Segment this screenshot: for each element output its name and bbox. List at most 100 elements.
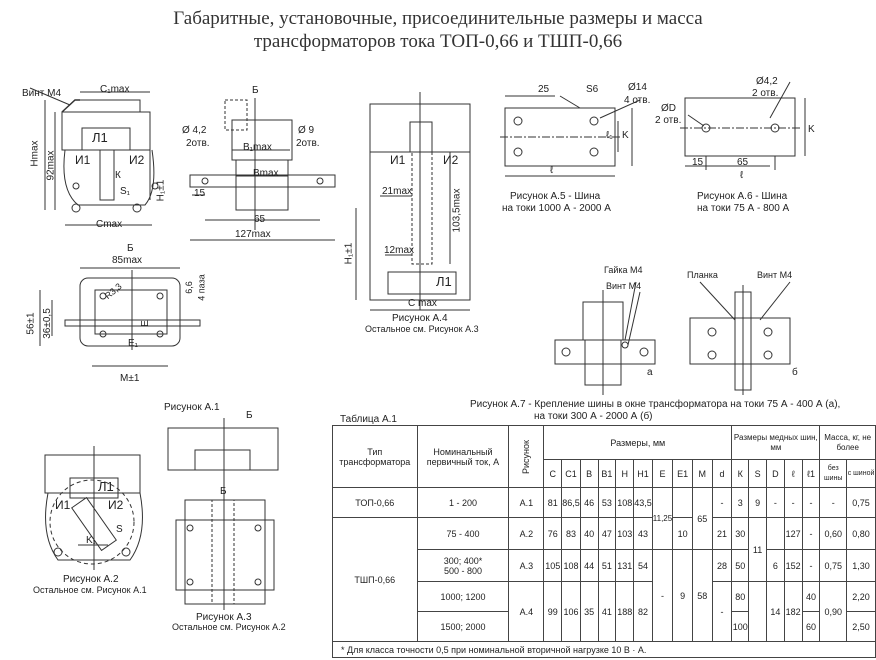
label-h1pm1-a4: H₁±1	[343, 242, 355, 265]
label-65: 65	[254, 214, 266, 225]
cell-type: ТОП-0,66	[332, 487, 418, 518]
cell-mass-no-bus: 0,90	[819, 581, 848, 642]
cell-dd: -	[765, 487, 785, 518]
spec-table: Тип трансформатора Номинальный первичный…	[332, 425, 876, 658]
th-s: S	[748, 459, 767, 488]
cell-s: 11	[748, 517, 767, 582]
fig-a7a	[555, 282, 655, 395]
cell-e1: 10	[672, 517, 693, 550]
label-d42-a6: Ø4,2	[756, 76, 778, 87]
fig-a1-side-view	[190, 98, 335, 240]
label-bmax: Bmax	[253, 168, 279, 179]
label-d42: Ø 4,2	[182, 125, 207, 136]
label-2-holes-a6b: 2 отв.	[655, 115, 682, 126]
caption-fig-a6: Рисунок А.6 - Шина	[697, 191, 788, 202]
fig-a2-view	[45, 446, 142, 570]
cell-k: 3	[731, 487, 750, 518]
cell-m: 65	[691, 487, 713, 550]
cell-h1: 82	[633, 581, 653, 642]
cell-d: -	[711, 487, 733, 518]
label-15: 15	[194, 188, 206, 199]
th-e: Е	[651, 459, 674, 488]
cell-fig: А.2	[508, 517, 545, 550]
cell-l1: -	[801, 549, 821, 582]
cell-l: 127	[783, 517, 803, 550]
cell-c: 99	[543, 581, 563, 642]
label-103max: 103,5max	[451, 188, 463, 233]
fig-a1-bottom-view	[40, 268, 200, 366]
label-l1-a4: Л1	[436, 274, 452, 289]
th-h: Н	[615, 459, 635, 488]
cell-d: -	[711, 581, 733, 642]
label-mpm1: M±1	[120, 373, 140, 384]
caption-fig-a5-b: на токи 1000 А - 2000 А	[502, 203, 611, 214]
table-row: 1500; 2000 100 60 2,50	[333, 611, 876, 642]
cell-b: 46	[579, 487, 599, 518]
th-bus: Размеры медных шин, мм	[731, 425, 821, 460]
label-k1: K₁	[86, 535, 97, 546]
th-mass: Масса, кг, не более	[819, 425, 876, 460]
label-b-arrow: Б	[252, 85, 259, 96]
label-h1pm1: H₁±1	[155, 179, 167, 202]
label-i1-a4: И1	[390, 153, 406, 167]
label-i2: И2	[129, 153, 145, 167]
label-56pm1: 56±1	[25, 312, 37, 335]
cell-l1: -	[801, 487, 821, 518]
label-dd: ØD	[661, 103, 676, 114]
fig-a4-view	[356, 92, 470, 310]
cell-c: 81	[543, 487, 563, 518]
label-21max: 21max	[382, 186, 413, 197]
cell-mass-no-bus: 0,60	[819, 517, 848, 550]
cell-m: 58	[691, 549, 713, 642]
th-b1: В1	[597, 459, 617, 488]
label-d9: Ø 9	[298, 125, 315, 136]
label-127max: 127max	[235, 229, 271, 240]
cell-current: 1 - 200	[416, 487, 510, 518]
label-l1-bus: ℓ₁	[606, 130, 613, 141]
table-row: 300; 400*500 - 800 А.3 105 108 44 51 131…	[333, 549, 876, 642]
fig-a6-bus	[680, 82, 805, 170]
cell-e: -	[651, 549, 674, 642]
label-85max: 85max	[112, 255, 143, 266]
label-i2-a4: И2	[443, 153, 459, 167]
label-two-holes2: 2отв.	[296, 138, 320, 149]
cell-e1: 9	[672, 549, 693, 642]
cell-b1: 41	[597, 581, 617, 642]
cell-h1: 54	[633, 549, 653, 582]
label-l1: Л1	[92, 130, 108, 145]
cell-h1: 43,5	[633, 487, 653, 518]
th-k: К	[731, 459, 750, 488]
cell-current: 1000; 1200	[416, 581, 510, 612]
label-k-bus: K	[622, 130, 629, 141]
label-hmax: Hmax	[29, 140, 41, 167]
cell-d: 28	[711, 549, 733, 582]
cell-l: 152	[783, 549, 803, 582]
page-title-line2: трансформаторов тока ТОП-0,66 и ТШП-0,66	[253, 31, 623, 52]
cell-e: 11,25	[651, 487, 674, 550]
label-vint-m4-a7a: Винт М4	[606, 281, 642, 291]
label-b-arrow2: Б	[246, 410, 253, 421]
caption-fig-a7: Рисунок А.7 - Крепление шины в окне тран…	[470, 399, 841, 410]
label-vint-m4: Винт М4	[22, 88, 62, 99]
fig-a1-front-view	[30, 88, 158, 225]
th-with-bus: с шиной	[846, 459, 876, 488]
th-c1: С1	[561, 459, 581, 488]
caption-fig-a6-b: на токи 75 А - 800 А	[697, 203, 790, 214]
cell-mass-with-bus: 0,75	[846, 487, 876, 518]
cell-dd: 14	[765, 581, 785, 642]
cell-l: 182	[783, 581, 803, 642]
label-4-paza: 4 паза	[196, 274, 207, 301]
label-b-view2: Б	[220, 486, 227, 497]
table-row: ТОП-0,66 1 - 200 А.1 81 86,5 46 53 108 4…	[332, 487, 876, 550]
label-4-holes: 4 отв.	[624, 95, 651, 106]
caption-fig-a3-note: Остальное см. Рисунок А.2	[172, 622, 286, 632]
table-footnote-row: * Для класса точности 0,5 при номинально…	[332, 641, 876, 658]
cell-fig: А.4	[508, 581, 545, 642]
cell-h: 108	[615, 487, 635, 518]
th-l: ℓ	[783, 459, 803, 488]
label-d14: Ø14	[628, 82, 647, 93]
cell-l1: -	[801, 517, 821, 550]
th-d: d	[711, 459, 733, 488]
label-36pm05: 36±0,5	[41, 308, 53, 339]
